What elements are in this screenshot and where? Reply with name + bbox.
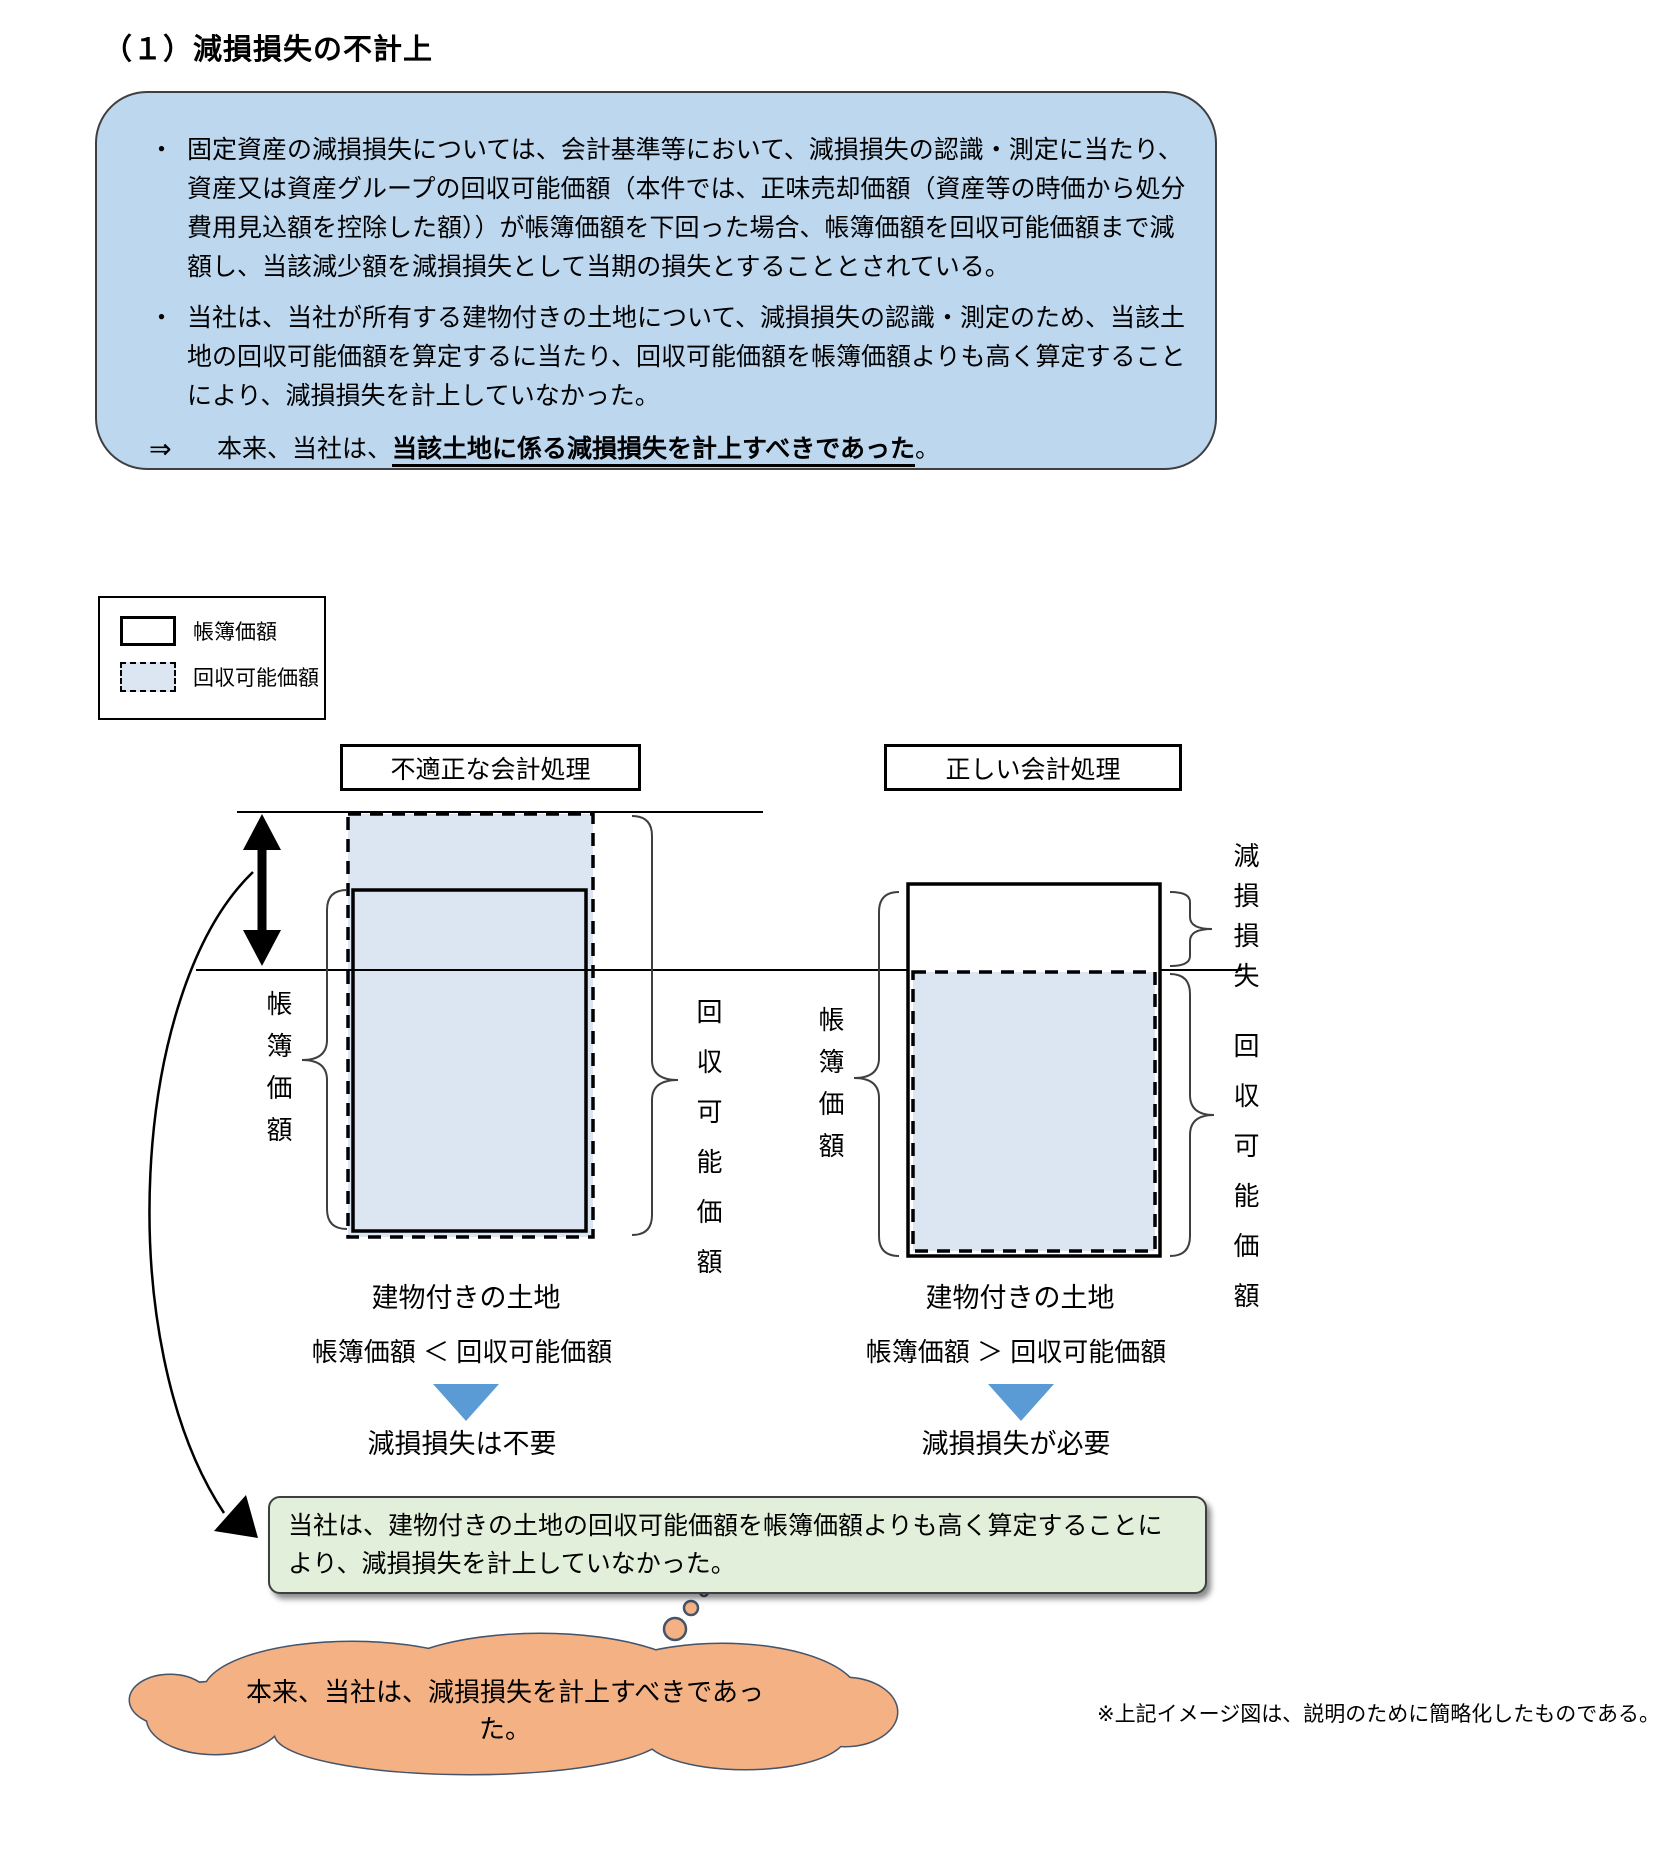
left-asset-label: 建物付きの土地: [371, 1283, 561, 1313]
legend: 帳簿価額 回収可能価額: [98, 596, 326, 720]
left-recoverable-label: 回収可能価額: [693, 998, 723, 1298]
brace-left-book: [301, 889, 348, 1230]
braces: [301, 815, 1215, 1257]
brace-left-recoverable: [631, 815, 679, 1236]
callout-conclusion: ⇒ 本来、当社は、当該土地に係る減損損失を計上すべきであった。: [149, 430, 1187, 469]
right-comparison-label: 帳簿価額 ＞ 回収可能価額: [865, 1337, 1167, 1367]
left-conclusion-label: 減損損失は不要: [367, 1429, 557, 1459]
right-book-value-label: 帳簿価額: [815, 1006, 845, 1174]
bullet-text: 固定資産の減損損失については、会計基準等において、減損損失の認識・測定に当たり、…: [187, 136, 1186, 281]
overstatement-double-arrow: [243, 814, 281, 966]
trail-circle-medium: [682, 1599, 700, 1617]
book-value-swatch: [120, 616, 176, 646]
right-conclusion-label: 減損損失が必要: [921, 1429, 1111, 1459]
header-improper-accounting: 不適正な会計処理: [340, 744, 641, 791]
double-arrow-char: ⇒: [149, 434, 172, 464]
curve-arrow: [148, 871, 254, 1514]
right-asset-label: 建物付きの土地: [925, 1283, 1115, 1313]
down-triangle-left: [433, 1384, 499, 1421]
bullet-marker: ・: [149, 304, 175, 332]
callout-bullet-1: ・ 固定資産の減損損失については、会計基準等において、減損損失の認識・測定に当た…: [149, 131, 1187, 287]
header-correct-accounting: 正しい会計処理: [884, 744, 1182, 791]
trail-circle-large: [662, 1616, 688, 1642]
conclusion-text: 本来、当社は、当該土地に係る減損損失を計上すべきであった。: [217, 430, 940, 469]
down-triangle-right: [988, 1384, 1054, 1421]
curve-arrowhead: [214, 1495, 258, 1538]
legend-label: 帳簿価額: [193, 621, 277, 644]
conclusion-emphasis: 当該土地に係る減損損失を計上すべきであった: [392, 435, 916, 467]
explanation-box: 当社は、建物付きの土地の回収可能価額を帳簿価額よりも高く算定することにより、減損…: [268, 1496, 1207, 1594]
summary-callout: ・ 固定資産の減損損失については、会計基準等において、減損損失の認識・測定に当た…: [95, 91, 1217, 470]
callout-bullet-2: ・ 当社は、当社が所有する建物付きの土地について、減損損失の認識・測定のため、当…: [149, 299, 1187, 416]
left-book-value-label: 帳簿価額: [263, 990, 293, 1158]
bullet-marker: ・: [149, 136, 175, 164]
recoverable-swatch: [120, 662, 176, 692]
conclusion-prefix: 本来、当社は、: [217, 435, 393, 463]
right-recoverable-label: 回収可能価額: [1230, 1032, 1260, 1332]
left-book-rect: [351, 888, 588, 1233]
brace-right-book: [853, 891, 900, 1257]
brace-right-impairment: [1169, 891, 1213, 967]
conclusion-suffix: 。: [915, 435, 941, 463]
cloud-shape: [128, 1632, 899, 1776]
footnote: ※上記イメージ図は、説明のために簡略化したものである。: [1097, 1703, 1660, 1726]
thought-cloud-text: 本来、当社は、減損損失を計上すべきであった。: [246, 1677, 764, 1744]
right-impairment-label: 減損損失: [1230, 842, 1260, 1002]
brace-right-recoverable: [1169, 973, 1215, 1257]
legend-item-recoverable: 回収可能価額: [120, 662, 324, 692]
legend-label: 回収可能価額: [193, 667, 319, 690]
legend-item-book-value: 帳簿価額: [120, 616, 324, 646]
down-triangles: [433, 1384, 1054, 1421]
thought-bubble-trail: [662, 1586, 710, 1642]
bullet-text: 当社は、当社が所有する建物付きの土地について、減損損失の認識・測定のため、当該土…: [187, 304, 1186, 410]
right-recoverable-rect: [911, 970, 1157, 1253]
page-title: （１）減損損失の不計上: [103, 34, 434, 66]
left-comparison-label: 帳簿価額 ＜ 回収可能価額: [311, 1337, 613, 1367]
